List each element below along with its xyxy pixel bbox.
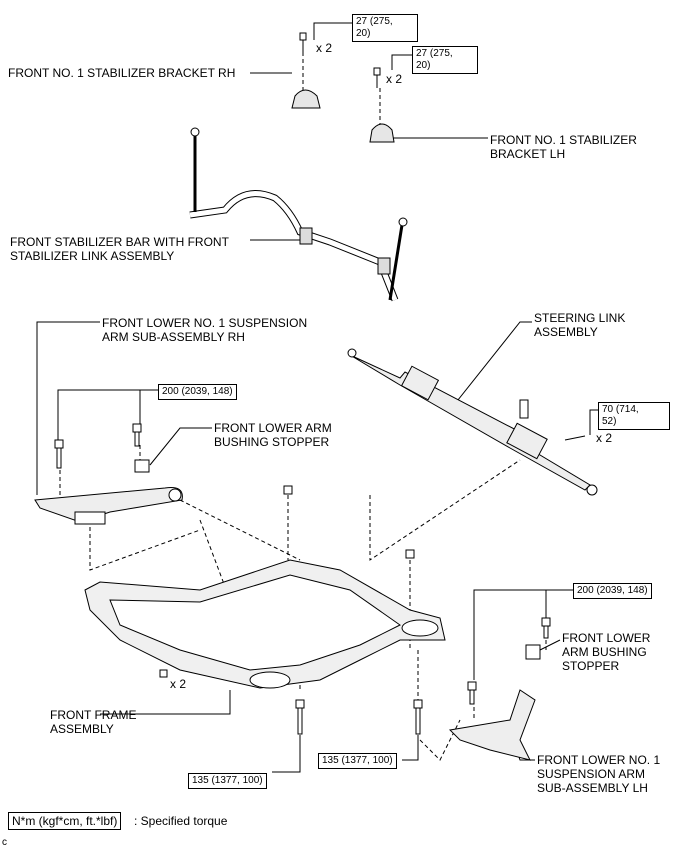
leader-frame xyxy=(100,690,231,715)
leader-t135-a xyxy=(272,735,301,773)
qty-frame-nut: x 2 xyxy=(170,677,187,691)
lower-arm-lh-shape xyxy=(448,689,536,761)
torque-box-200-rh: 200 (2039, 148) xyxy=(158,384,237,400)
leader-steering xyxy=(449,321,532,411)
label-bushing-stopper-rh: FRONT LOWER ARM BUSHING STOPPER xyxy=(214,421,332,449)
bracket-rh-shape xyxy=(291,89,321,109)
label-front-frame: FRONT FRAME ASSEMBLY xyxy=(50,708,137,736)
torque-box-27-b: 27 (275, 20) xyxy=(412,46,478,74)
qty-tie-rod: x 2 xyxy=(596,431,613,445)
label-arm-lh: FRONT LOWER NO. 1 SUSPENSION ARM SUB-ASS… xyxy=(537,753,661,795)
leader-stopper-rh xyxy=(149,427,212,466)
label-bracket-rh: FRONT NO. 1 STABILIZER BRACKET RH xyxy=(8,66,236,80)
label-bracket-lh: FRONT NO. 1 STABILIZER BRACKET LH xyxy=(490,133,637,161)
label-arm-rh: FRONT LOWER NO. 1 SUSPENSION ARM SUB-ASS… xyxy=(102,316,308,344)
bracket-lh-shape xyxy=(369,123,395,143)
qty-bolt-rh: x 2 xyxy=(316,41,333,55)
torque-box-70: 70 (714, 52) xyxy=(598,402,670,430)
leader-t27-b xyxy=(391,54,412,70)
front-frame-shape xyxy=(84,559,446,689)
legend-text: : Specified torque xyxy=(134,814,228,828)
lower-arm-rh-shape xyxy=(34,487,183,523)
leader-t70 xyxy=(589,409,598,435)
leader-t200-lh-a xyxy=(473,589,574,680)
leader-t200-rh-a xyxy=(57,389,160,440)
label-stabilizer-bar: FRONT STABILIZER BAR WITH FRONT STABILIZ… xyxy=(10,235,229,263)
torque-box-135-a: 135 (1377, 100) xyxy=(188,773,267,789)
label-steering-link: STEERING LINK ASSEMBLY xyxy=(534,311,626,339)
qty-bolt-lh: x 2 xyxy=(386,72,403,86)
stabilizer-bar-shape xyxy=(189,127,408,302)
torque-box-135-b: 135 (1377, 100) xyxy=(318,753,397,769)
legend-box: N*m (kgf*cm, ft.*lbf) xyxy=(8,812,122,830)
torque-box-27-a: 27 (275, 20) xyxy=(352,14,418,42)
figure-code: c xyxy=(2,837,7,848)
leader-arm-rh xyxy=(36,321,100,495)
leader-t135-b xyxy=(402,735,419,761)
leader-t27-a xyxy=(313,22,352,40)
torque-box-200-lh: 200 (2039, 148) xyxy=(573,583,652,599)
leader-stopper-lh xyxy=(539,639,561,651)
label-bushing-stopper-lh: FRONT LOWER ARM BUSHING STOPPER xyxy=(562,631,651,673)
steering-link-shape xyxy=(347,348,598,496)
